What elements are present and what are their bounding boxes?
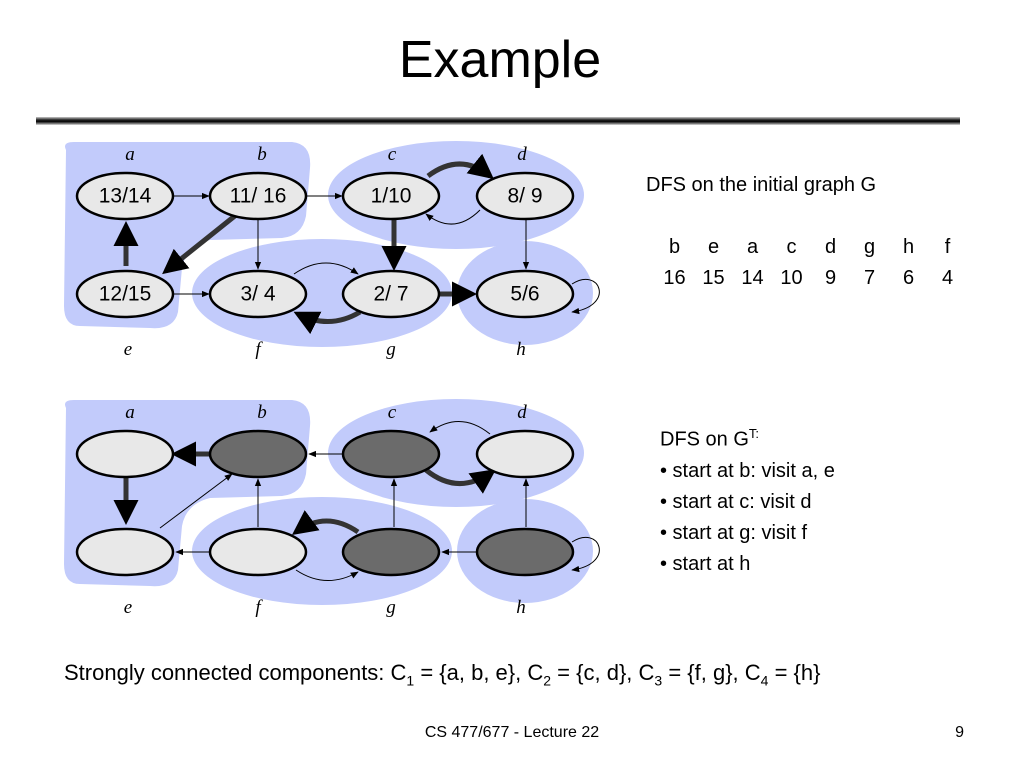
- scc-subscript: 4: [760, 672, 769, 689]
- node-c: 1/10: [341, 171, 441, 221]
- scc-text: = {c, d}, C: [551, 660, 655, 685]
- node-d-label: 8/ 9: [507, 185, 542, 208]
- edge-g-f-t: [291, 510, 360, 535]
- order-number: 7: [863, 267, 876, 289]
- node-e-label: 12/15: [99, 283, 152, 306]
- vertex-letter-b-t: b: [257, 402, 267, 423]
- order-letter: f: [944, 236, 951, 258]
- page-number: 9: [955, 724, 964, 741]
- scc-text: = {a, b, e}, C: [414, 660, 544, 685]
- vertex-letter-d: d: [517, 144, 527, 165]
- transpose-superscript: T:: [748, 426, 760, 441]
- node-g: 2/ 7: [341, 269, 441, 319]
- edge-d-c: [425, 209, 481, 225]
- vertex-letter-e: e: [124, 339, 132, 360]
- order-letter: b: [668, 236, 681, 258]
- node-c-t: [341, 429, 441, 479]
- edge-d-c-t: [429, 421, 491, 435]
- edge-h-h: [571, 278, 600, 315]
- edge-b-e: [162, 213, 238, 275]
- vertex-letter-e-t: e: [124, 597, 132, 618]
- scc-subscript: 2: [543, 672, 552, 689]
- node-d-t: [475, 429, 575, 479]
- vertex-letter-b: b: [257, 144, 267, 165]
- order-letter: e: [707, 236, 720, 258]
- edge-g-f: [293, 309, 362, 335]
- vertex-letter-g: g: [386, 339, 396, 360]
- title-divider: [36, 117, 960, 125]
- edge-e-b: [159, 473, 233, 529]
- dfs-step: • start at h: [660, 552, 751, 575]
- node-c-label: 1/10: [371, 185, 412, 208]
- order-letter: d: [824, 236, 837, 258]
- dfs-transpose-block: DFS on GT: • start at b: visit a, e • st…: [660, 418, 835, 580]
- finish-order-letters: b e a c d g h f: [655, 232, 967, 263]
- dfs-step: • start at b: visit a, e: [660, 459, 835, 482]
- order-letter: g: [863, 236, 876, 258]
- vertex-letter-f: f: [255, 339, 263, 360]
- node-a-label: 13/14: [99, 185, 152, 208]
- order-number: 6: [902, 267, 915, 289]
- vertex-letter-d-t: d: [517, 402, 527, 423]
- node-e-t: [75, 527, 175, 577]
- footer-course: CS 477/677 - Lecture 22: [424, 724, 600, 741]
- dfs-initial-heading: DFS on the initial graph G: [646, 174, 877, 196]
- order-number: 15: [702, 267, 725, 289]
- node-b: 11/ 16: [208, 171, 308, 221]
- order-number: 10: [780, 267, 803, 289]
- graph2: a b c d e f g h: [64, 399, 600, 618]
- dfs-transpose-heading: DFS on GT:: [660, 418, 835, 456]
- scc-subscript: 1: [406, 672, 415, 689]
- dfs-step: • start at c: visit d: [660, 490, 812, 513]
- order-number: 9: [824, 267, 837, 289]
- node-a: 13/14: [75, 171, 175, 221]
- node-g-label: 2/ 7: [373, 283, 408, 306]
- order-number: 16: [663, 267, 686, 289]
- node-a-t: [75, 429, 175, 479]
- scc-text: = {f, g}, C: [662, 660, 761, 685]
- node-h-t: [475, 527, 575, 577]
- order-number: 4: [941, 267, 954, 289]
- node-g-t: [341, 527, 441, 577]
- scc-subscript: 3: [654, 672, 663, 689]
- component-fg-region-2: [192, 497, 452, 605]
- edge-c-d: [426, 153, 494, 180]
- edge-c-d-t: [424, 468, 497, 494]
- vertex-letter-h-t: h: [516, 597, 526, 618]
- node-b-t: [208, 429, 308, 479]
- slide-title: Example: [398, 31, 602, 89]
- order-letter: h: [902, 236, 915, 258]
- order-number: 14: [741, 267, 764, 289]
- vertex-letter-g-t: g: [386, 597, 396, 618]
- vertex-letter-c: c: [388, 144, 397, 165]
- finish-order-table: b e a c d g h f 16 15 14 10 9 7 6 4: [655, 232, 967, 294]
- vertex-letter-f-t: f: [255, 597, 263, 618]
- vertex-letter-a-t: a: [125, 402, 135, 423]
- dfs-step: • start at g: visit f: [660, 521, 808, 544]
- node-f-label: 3/ 4: [240, 283, 275, 306]
- scc-text: = {h}: [768, 660, 821, 685]
- order-letter: a: [746, 236, 759, 258]
- vertex-letter-h: h: [516, 339, 526, 360]
- edge-f-g: [293, 262, 359, 275]
- scc-text: Strongly connected components: C: [64, 660, 407, 685]
- node-h: 5/6: [475, 269, 575, 319]
- edge-f-g-t: [295, 569, 359, 581]
- node-b-label: 11/ 16: [230, 185, 287, 208]
- vertex-letter-a: a: [125, 144, 135, 165]
- node-e: 12/15: [75, 269, 175, 319]
- scc-summary: Strongly connected components: C1 = {a, …: [64, 660, 820, 688]
- graph1: 13/14 11/ 16 1/10 8/ 9 12/15 3/ 4 2/ 7: [64, 141, 600, 360]
- node-f-t: [208, 527, 308, 577]
- finish-order-numbers: 16 15 14 10 9 7 6 4: [655, 263, 967, 294]
- node-h-label: 5/6: [510, 283, 539, 306]
- node-d: 8/ 9: [475, 171, 575, 221]
- edge-h-h-t: [571, 536, 600, 573]
- order-letter: c: [786, 236, 797, 258]
- vertex-letter-c-t: c: [388, 402, 397, 423]
- node-f: 3/ 4: [208, 269, 308, 319]
- dfs-transpose-heading-text: DFS on G: [660, 428, 749, 451]
